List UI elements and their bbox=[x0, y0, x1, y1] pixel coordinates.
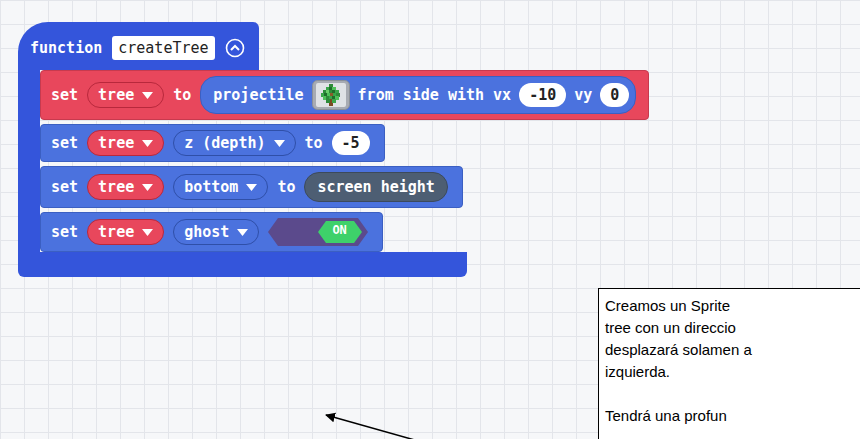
function-body: settreetoprojectilefrom side with vx-10v… bbox=[18, 70, 467, 252]
dropdown-arrow bbox=[246, 184, 257, 191]
toggle-knob bbox=[318, 221, 362, 243]
tree-pixel bbox=[332, 99, 336, 103]
block-label: set bbox=[51, 86, 78, 104]
block-label: function bbox=[30, 39, 102, 57]
reporter-pill: screen height bbox=[304, 172, 447, 202]
dropdown-arrow bbox=[142, 229, 153, 236]
block-label: to bbox=[305, 134, 323, 152]
block-label: tree bbox=[98, 86, 134, 104]
tree-pixel bbox=[326, 99, 330, 103]
reporter-pill: tree bbox=[87, 82, 164, 108]
function-footer bbox=[18, 252, 467, 277]
image-frame bbox=[312, 81, 349, 110]
number-oval: -5 bbox=[332, 131, 370, 155]
leader-arrow bbox=[326, 415, 436, 439]
function-block: functioncreateTreesettreetoprojectilefro… bbox=[18, 22, 467, 277]
dropdown-arrow bbox=[142, 229, 153, 236]
block-label: ON bbox=[332, 223, 346, 237]
block-label: set bbox=[51, 178, 78, 196]
toggle-switch: ON bbox=[268, 218, 368, 246]
block-label: to bbox=[277, 178, 295, 196]
block-label: Tendrá una profun bbox=[605, 405, 860, 427]
block-label: set bbox=[51, 223, 78, 241]
reporter-pill: tree bbox=[87, 174, 164, 200]
statement-block: set tree bottom to screen height bbox=[40, 166, 463, 208]
statement-block: set tree ghost ON bbox=[40, 212, 383, 252]
block-label: screen height bbox=[317, 178, 434, 196]
toggle-shape bbox=[268, 218, 368, 246]
note-box: Creamos un Sprite tree con un direccio d… bbox=[598, 288, 860, 439]
collapse-icon bbox=[231, 46, 239, 50]
collapse-icon bbox=[225, 38, 245, 58]
number-oval: 0 bbox=[600, 83, 629, 107]
block-label: createTree bbox=[118, 39, 208, 57]
block-label: z (depth) bbox=[184, 134, 265, 152]
reporter-pill: tree bbox=[87, 130, 164, 156]
block-label: to bbox=[173, 86, 191, 104]
name-field: createTree bbox=[112, 36, 214, 60]
block-label: set bbox=[51, 134, 78, 152]
dropdown-arrow bbox=[274, 140, 285, 147]
function-header: function createTree bbox=[18, 22, 259, 70]
block-label: 0 bbox=[610, 86, 619, 104]
block-label: projectile bbox=[213, 86, 303, 104]
block-label: -5 bbox=[342, 134, 360, 152]
dropdown-arrow bbox=[246, 184, 257, 191]
toggle-shape bbox=[268, 218, 368, 246]
block-label: tree bbox=[98, 223, 134, 241]
dropdown-arrow bbox=[237, 229, 248, 236]
dropdown-arrow bbox=[237, 229, 248, 236]
reporter-pill: bottom bbox=[173, 174, 268, 200]
dropdown-arrow bbox=[142, 184, 153, 191]
block-label: tree bbox=[98, 178, 134, 196]
block-label: tree bbox=[98, 134, 134, 152]
statement-block: set tree to projectile from side with vx -10 v… bbox=[40, 70, 649, 120]
image-frame bbox=[316, 83, 346, 107]
number-oval: -10 bbox=[519, 83, 566, 107]
block-label: Creamos un Sprite tree con un direccio d… bbox=[605, 295, 755, 383]
reporter-pill: tree bbox=[87, 219, 164, 245]
statement-block: set tree z (depth) to -5 bbox=[40, 124, 385, 162]
tree-image bbox=[312, 80, 350, 110]
block-label: -10 bbox=[529, 86, 556, 104]
block-label: from side with vx bbox=[358, 86, 512, 104]
collapse-icon bbox=[226, 40, 243, 57]
reporter-pill: projectile from side with vx -10 vy 0 bbox=[200, 76, 636, 114]
reporter-pill: z (depth) bbox=[173, 130, 295, 156]
dropdown-arrow bbox=[142, 92, 153, 99]
reporter-pill: ghost bbox=[173, 219, 259, 245]
dropdown-arrow bbox=[274, 140, 285, 147]
dropdown-arrow bbox=[142, 92, 153, 99]
block-label: vy bbox=[574, 86, 592, 104]
block-label: bottom bbox=[184, 178, 238, 196]
dropdown-arrow bbox=[142, 140, 153, 147]
dropdown-arrow bbox=[142, 184, 153, 191]
block-label: ghost bbox=[184, 223, 229, 241]
dropdown-arrow bbox=[142, 140, 153, 147]
